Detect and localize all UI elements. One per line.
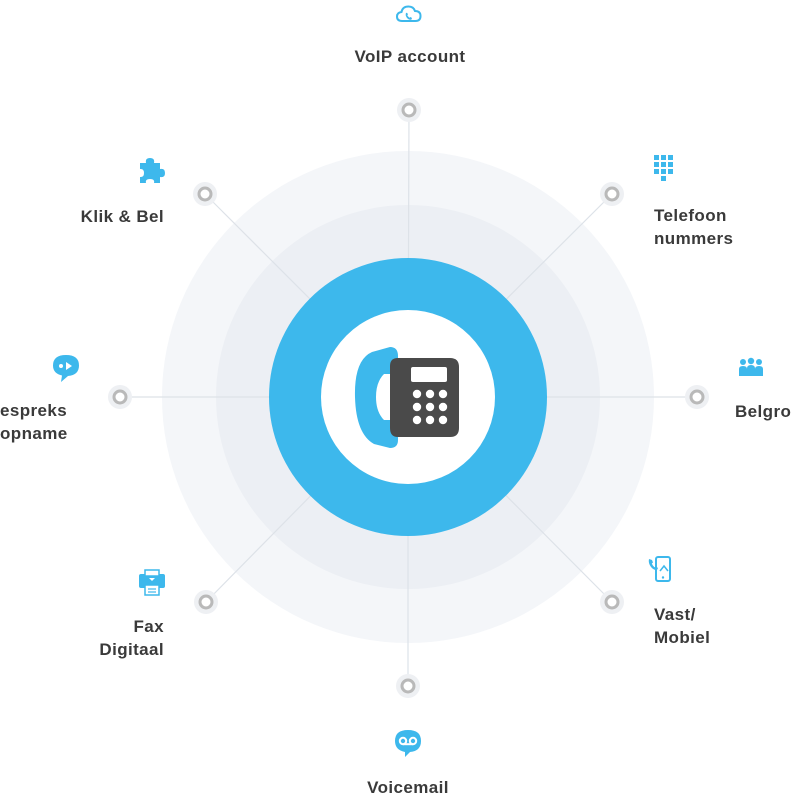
node-vastmobiel[interactable] xyxy=(600,590,624,614)
cloud-phone-icon xyxy=(395,5,422,22)
label-belgroep: Belgro xyxy=(735,400,791,423)
puzzle-icon xyxy=(140,158,165,183)
label-gespreks-opname: espreks opname xyxy=(0,399,68,445)
label-line: Belgro xyxy=(735,402,792,421)
desk-phone-icon xyxy=(354,347,459,448)
label-klik-bel: Klik & Bel xyxy=(40,205,164,228)
label-line: Digitaal xyxy=(99,640,164,659)
label-line: Klik & Bel xyxy=(80,207,164,226)
label-line: Vast/ xyxy=(654,605,696,624)
label-line: Mobiel xyxy=(654,628,711,647)
speech-bubble-icon xyxy=(53,355,79,382)
node-nummers[interactable] xyxy=(600,182,624,206)
node-opname[interactable] xyxy=(108,385,132,409)
label-line: nummers xyxy=(654,229,734,248)
keypad-icon xyxy=(654,155,673,181)
voicemail-icon xyxy=(395,730,421,757)
group-icon xyxy=(739,357,763,376)
label-line: Telefoon xyxy=(654,206,727,225)
label-line: opname xyxy=(0,424,68,443)
label-line: espreks xyxy=(0,401,68,420)
node-voicemail[interactable] xyxy=(396,674,420,698)
label-voip: VoIP account xyxy=(330,45,490,68)
label-line: Voicemail xyxy=(367,778,449,797)
node-markers xyxy=(108,98,709,698)
node-voip[interactable] xyxy=(397,98,421,122)
label-vast-mobiel: Vast/ Mobiel xyxy=(654,603,710,649)
node-fax[interactable] xyxy=(194,590,218,614)
label-fax-digitaal: Fax Digitaal xyxy=(60,615,164,661)
fax-icon xyxy=(139,569,165,596)
label-line: Fax xyxy=(133,617,164,636)
mobile-phone-icon xyxy=(648,556,671,582)
label-line: VoIP account xyxy=(354,47,466,66)
label-voicemail: Voicemail xyxy=(328,776,488,799)
node-klikbel[interactable] xyxy=(193,182,217,206)
node-belgroep[interactable] xyxy=(685,385,709,409)
label-telefoon-nummers: Telefoon nummers xyxy=(654,204,733,250)
